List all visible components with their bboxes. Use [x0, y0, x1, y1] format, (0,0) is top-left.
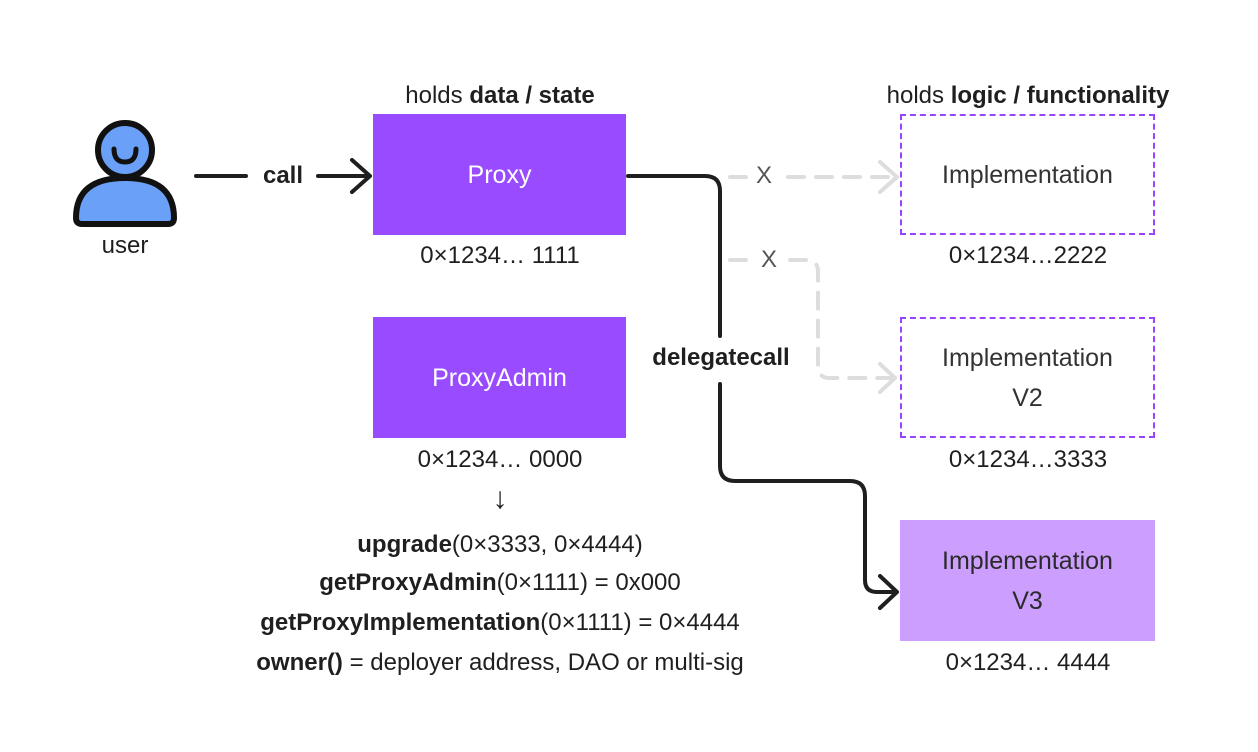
proxy-admin-address: 0×1234… 0000: [417, 446, 583, 473]
call-label: call: [262, 162, 304, 189]
blocked-mark-v1: X: [755, 162, 773, 189]
proxy-admin-box: ProxyAdmin: [373, 317, 626, 438]
blocked-mark-v2: X: [760, 246, 778, 273]
proxy-label: Proxy: [467, 160, 532, 189]
implementation-v3-line2: V3: [1012, 586, 1043, 615]
implementation-header: holds logic / functionality: [886, 82, 1170, 109]
blocked-path-v1: [728, 160, 899, 194]
proxy-box: Proxy: [373, 114, 626, 235]
user-icon: [73, 120, 177, 227]
implementation-v3-address: 0×1234… 4444: [945, 649, 1111, 676]
proxy-address: 0×1234… 1111: [420, 242, 580, 269]
implementation-v2-line1: Implementation: [942, 343, 1113, 372]
admin-function-get-proxy-admin: getProxyAdmin(0×1111) = 0x000: [319, 569, 681, 596]
implementation-v3-box: Implementation V3: [900, 520, 1155, 641]
proxy-header: holds data / state: [405, 82, 595, 109]
implementation-v2-box: Implementation V2: [900, 317, 1155, 438]
down-arrow-icon: ↓: [492, 482, 508, 515]
user-label: user: [101, 232, 149, 259]
implementation-v2-address: 0×1234…3333: [948, 446, 1108, 473]
call-arrow: [194, 158, 372, 194]
delegatecall-label: delegatecall: [652, 344, 790, 371]
implementation-label: Implementation: [942, 160, 1113, 189]
admin-function-get-proxy-implementation: getProxyImplementation(0×1111) = 0×4444: [260, 609, 740, 636]
admin-function-owner: owner() = deployer address, DAO or multi…: [256, 649, 744, 676]
proxy-admin-label: ProxyAdmin: [432, 363, 567, 392]
implementation-box: Implementation: [900, 114, 1155, 235]
implementation-v2-line2: V2: [1012, 383, 1043, 412]
admin-function-upgrade: upgrade(0×3333, 0×4444): [357, 531, 643, 558]
implementation-address: 0×1234…2222: [948, 242, 1108, 269]
delegatecall-path: [626, 174, 899, 610]
implementation-v3-line1: Implementation: [942, 546, 1113, 575]
blocked-path-v2: [728, 258, 897, 394]
